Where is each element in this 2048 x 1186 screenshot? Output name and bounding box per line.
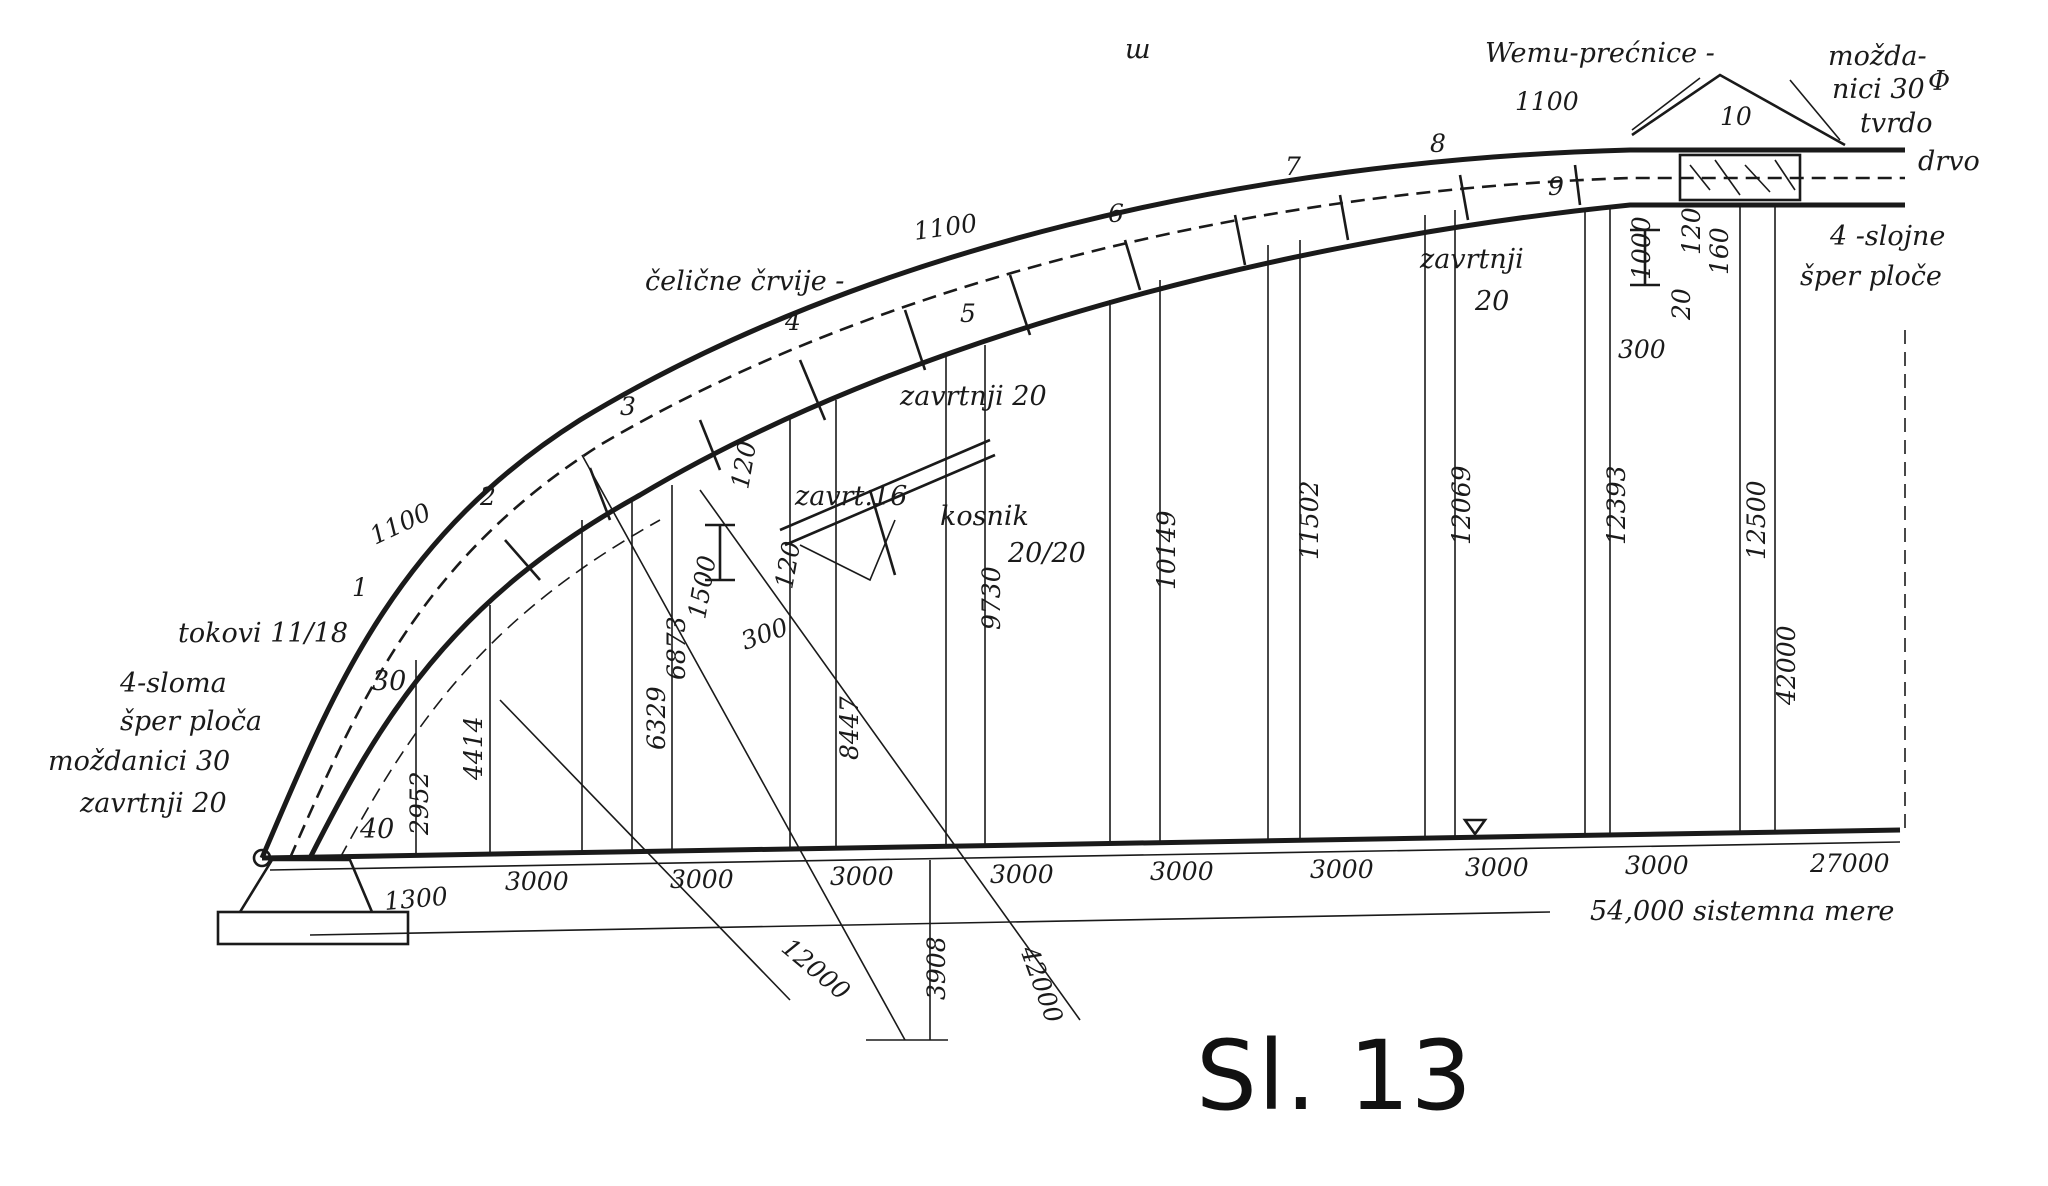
- dim-300-mid: 300: [737, 612, 792, 656]
- node-2: 2: [479, 482, 496, 511]
- node-9: 9: [1548, 172, 1564, 201]
- ordinate-5: 9730: [977, 566, 1006, 630]
- node-1: 1: [352, 573, 368, 602]
- ordinate-2: 6329: [642, 686, 671, 750]
- label-kosnik-size: 20/20: [1007, 538, 1086, 569]
- label-zavrtnji-right: zavrtnji: [1419, 244, 1524, 275]
- label-sloma-1: 4-sloma: [119, 668, 227, 699]
- label-d30: 30: [372, 666, 406, 697]
- dim-1000: 1000: [1627, 216, 1656, 280]
- label-tvrdo: tvrdo: [1860, 108, 1933, 139]
- label-wemu: Wemu-prećnice -: [1485, 38, 1715, 69]
- node-numbers: 1 2 3 4 5 6 7 8 9 10: [352, 102, 1752, 602]
- ordinate-3: 6873: [662, 616, 691, 680]
- node-4: 4: [784, 307, 801, 336]
- label-slojne-2: šper ploče: [1800, 261, 1942, 292]
- abutment: [216, 848, 410, 946]
- arch-upper-chord: [259, 147, 1905, 859]
- node-10: 10: [1720, 102, 1752, 131]
- spacing-3: 3000: [990, 860, 1054, 889]
- i-beam-sections: [705, 228, 1660, 582]
- ordinate-0: 2952: [405, 771, 434, 836]
- label-sloma-2: šper ploča: [120, 706, 262, 737]
- node-3: 3: [620, 392, 636, 421]
- ordinate-4: 8447: [835, 696, 864, 760]
- node-7: 7: [1285, 152, 1301, 181]
- arch-lower-chord: [307, 202, 1905, 860]
- hardwood-block: [1678, 153, 1802, 202]
- brace-kosnik: [779, 438, 996, 582]
- dim-1300: 1300: [383, 882, 449, 916]
- ordinate-9: 12393: [1602, 465, 1631, 545]
- ordinate-6: 10149: [1152, 510, 1181, 590]
- dim-120-b: 120: [769, 539, 806, 591]
- dim-3908: 3908: [922, 936, 951, 1000]
- label-zavrt16: zavrt.16: [794, 481, 907, 512]
- node-5: 5: [960, 299, 976, 328]
- dim-42000-right: 42000: [1772, 625, 1801, 706]
- spacing-5: 3000: [1310, 855, 1374, 884]
- ordinate-8: 12069: [1447, 465, 1476, 545]
- label-mozdanici-top-2: nici 30: [1832, 74, 1925, 105]
- label-zavrtnji-mid: zavrtnji 20: [899, 381, 1047, 412]
- label-phi-top: Φ: [1928, 66, 1950, 97]
- spacing-6: 3000: [1465, 853, 1529, 882]
- dim-12000: 12000: [776, 932, 856, 1005]
- base-spacing-dims: 3000 3000 3000 3000 3000 3000 3000 3000 …: [505, 849, 1890, 896]
- label-phi20-right: 20: [1474, 286, 1509, 317]
- spacing-1: 3000: [670, 865, 734, 894]
- dim-160: 160: [1705, 227, 1734, 275]
- dim-20: 20: [1667, 288, 1696, 321]
- node-6: 6: [1108, 199, 1124, 228]
- spacing-4: 3000: [1150, 857, 1214, 886]
- spacing-7: 3000: [1625, 851, 1689, 880]
- label-mozdanici-left: moždanici 30: [48, 746, 230, 777]
- ordinate-lines: [415, 205, 1906, 857]
- dim-1100-mid: 1100: [912, 208, 979, 246]
- figure-label: Sl. 13: [1196, 1020, 1473, 1132]
- label-slojne-1: 4 -slojne: [1829, 221, 1945, 252]
- label-kosnik: kosnik: [940, 501, 1029, 532]
- spacing-0: 3000: [505, 867, 569, 896]
- label-d40: 40: [359, 814, 394, 845]
- ordinate-10: 12500: [1742, 480, 1771, 560]
- support-mark: [1462, 818, 1488, 837]
- dim-1100-left: 1100: [365, 497, 435, 550]
- dim-42000-low: 42000: [1014, 941, 1069, 1027]
- top-mark: ш: [1125, 34, 1151, 65]
- ordinate-1: 4414: [459, 716, 488, 781]
- dim-1500: 1500: [682, 553, 722, 621]
- label-tokovi: tokovi 11/18: [178, 618, 348, 649]
- label-drvo: drvo: [1918, 146, 1980, 177]
- half-span: 27000: [1809, 849, 1890, 878]
- label-sistemna: 54,000 sistemna mere: [1590, 896, 1894, 927]
- ordinate-7: 11502: [1295, 480, 1324, 560]
- web-ties: [504, 164, 1582, 581]
- label-mozdanici-top-1: možda-: [1828, 41, 1927, 72]
- label-zavrtnji-left: zavrtnji 20: [79, 788, 227, 819]
- ordinate-values: 2952 4414 6329 6873 8447 9730 10149 1150…: [405, 465, 1771, 836]
- dim-120-right: 120: [1677, 207, 1706, 255]
- cross-beam-marks: [1631, 73, 1846, 147]
- label-celicne: čelične črvije -: [645, 266, 844, 297]
- node-8: 8: [1430, 129, 1446, 158]
- radius-lines: [499, 454, 1081, 1041]
- dim-1100-top: 1100: [1515, 87, 1579, 116]
- dim-300-right: 300: [1618, 335, 1666, 364]
- spacing-2: 3000: [830, 862, 894, 891]
